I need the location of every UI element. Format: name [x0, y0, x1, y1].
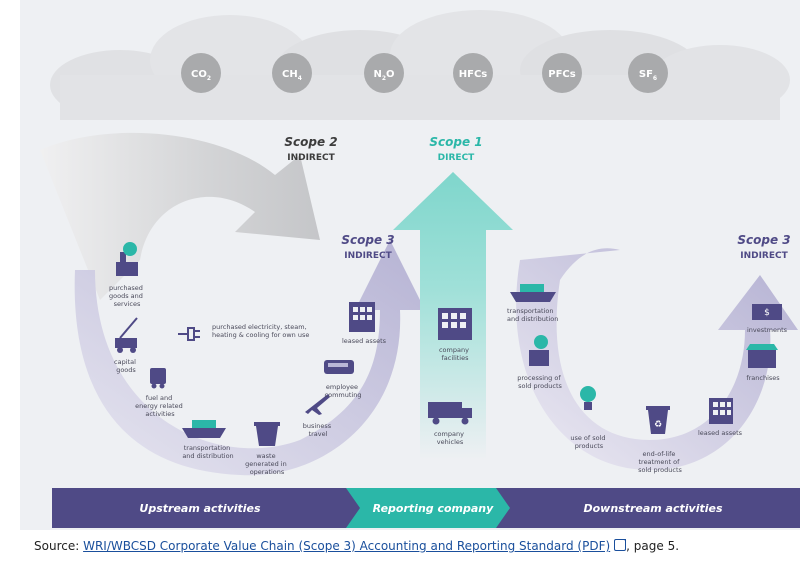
scope2-subtitle: INDIRECT	[287, 153, 335, 163]
source-prefix: Source:	[34, 539, 84, 553]
gas-pfcs-label: PFCs	[548, 69, 575, 80]
gas-n2o	[364, 53, 404, 93]
waste-label: waste generated in operations	[245, 452, 289, 476]
scope2-arrow	[40, 132, 320, 300]
crane-truck-icon	[115, 317, 138, 353]
svg-text:$: $	[764, 308, 770, 318]
company-facilities-label: company facilities	[439, 346, 471, 362]
processing-factory-icon	[529, 335, 549, 366]
money-icon: $	[752, 304, 782, 320]
capital-goods-label: capital goods	[114, 358, 138, 374]
downstream-activities-label: Downstream activities	[583, 502, 722, 515]
source-caption: Source: WRI/WBCSD Corporate Value Chain …	[34, 539, 679, 553]
fuel-energy-label: fuel and energy related activities	[135, 394, 185, 418]
activity-band: Upstream activities Reporting company Do…	[52, 488, 800, 528]
gas-ch4-label: CH4	[282, 69, 302, 82]
investments-label: investments	[747, 326, 788, 334]
gas-sf6	[628, 53, 668, 93]
source-link[interactable]: WRI/WBCSD Corporate Value Chain (Scope 3…	[83, 539, 611, 553]
reporting-company-label: Reporting company	[373, 502, 494, 515]
waste-bin-icon	[254, 422, 280, 446]
gas-sf6-label: SF6	[639, 69, 657, 82]
gas-co2-label: CO2	[191, 69, 211, 82]
gas-hfcs	[453, 53, 493, 93]
scope1-title: Scope 1	[429, 135, 482, 149]
scope3-upstream-title: Scope 3	[341, 233, 394, 247]
company-facilities-icon	[438, 308, 472, 340]
gas-circles: CO2 CH4 N2O HFCs PFCs SF6	[181, 53, 668, 93]
scope2-title: Scope 2	[284, 135, 337, 149]
franchises-label: franchises	[746, 374, 780, 382]
airplane-icon	[305, 394, 330, 415]
storefront-icon	[746, 344, 778, 368]
business-travel-label: business travel	[303, 422, 333, 438]
company-truck-icon	[428, 402, 472, 425]
leased-assets-downstream-label: leased assets	[698, 429, 743, 437]
factory-icon	[116, 242, 138, 276]
scope3-downstream-title: Scope 3	[737, 233, 790, 247]
gas-ch4	[272, 53, 312, 93]
scope1-subtitle: DIRECT	[438, 153, 476, 163]
scope-emissions-diagram: CO2 CH4 N2O HFCs PFCs SF6 Scope 2 INDIRE…	[40, 10, 800, 528]
company-vehicles-label: company vehicles	[434, 430, 466, 446]
fuel-cart-icon	[150, 368, 166, 389]
upstream-activities-label: Upstream activities	[139, 502, 261, 515]
use-of-sold-products-label: use of sold products	[570, 434, 607, 450]
recycle-bin-icon: ♻	[646, 406, 670, 434]
svg-text:♻: ♻	[654, 420, 662, 430]
external-link-icon[interactable]	[614, 539, 627, 551]
scope3-downstream-subtitle: INDIRECT	[740, 251, 788, 261]
gas-n2o-label: N2O	[373, 69, 394, 82]
ship-downstream-icon	[510, 284, 556, 302]
source-suffix: , page 5.	[626, 539, 680, 553]
employee-commuting-label: employee commuting	[325, 383, 362, 399]
leased-building-down-icon	[709, 398, 733, 424]
leased-assets-upstream-label: leased assets	[342, 337, 387, 345]
end-of-life-label: end-of-life treatment of sold products	[638, 450, 682, 474]
train-icon	[324, 360, 354, 374]
purchased-goods-label: purchased goods and services	[109, 284, 145, 308]
purchased-electricity-label: purchased electricity, steam, heating & …	[212, 323, 309, 339]
scope3-upstream-subtitle: INDIRECT	[344, 251, 392, 261]
gas-co2	[181, 53, 221, 93]
plug-icon	[178, 327, 200, 341]
lightbulb-icon	[580, 386, 596, 410]
cloud-band	[50, 10, 790, 120]
gas-pfcs	[542, 53, 582, 93]
scope3-upstream-arrow	[74, 240, 426, 476]
processing-label: processing of sold products	[517, 374, 562, 390]
leased-building-up-icon	[349, 302, 375, 332]
transport-upstream-label: transportation and distribution	[182, 444, 233, 460]
ship-icon	[182, 420, 226, 438]
gas-hfcs-label: HFCs	[459, 69, 488, 80]
transport-downstream-label: transportation and distribution	[507, 307, 558, 323]
